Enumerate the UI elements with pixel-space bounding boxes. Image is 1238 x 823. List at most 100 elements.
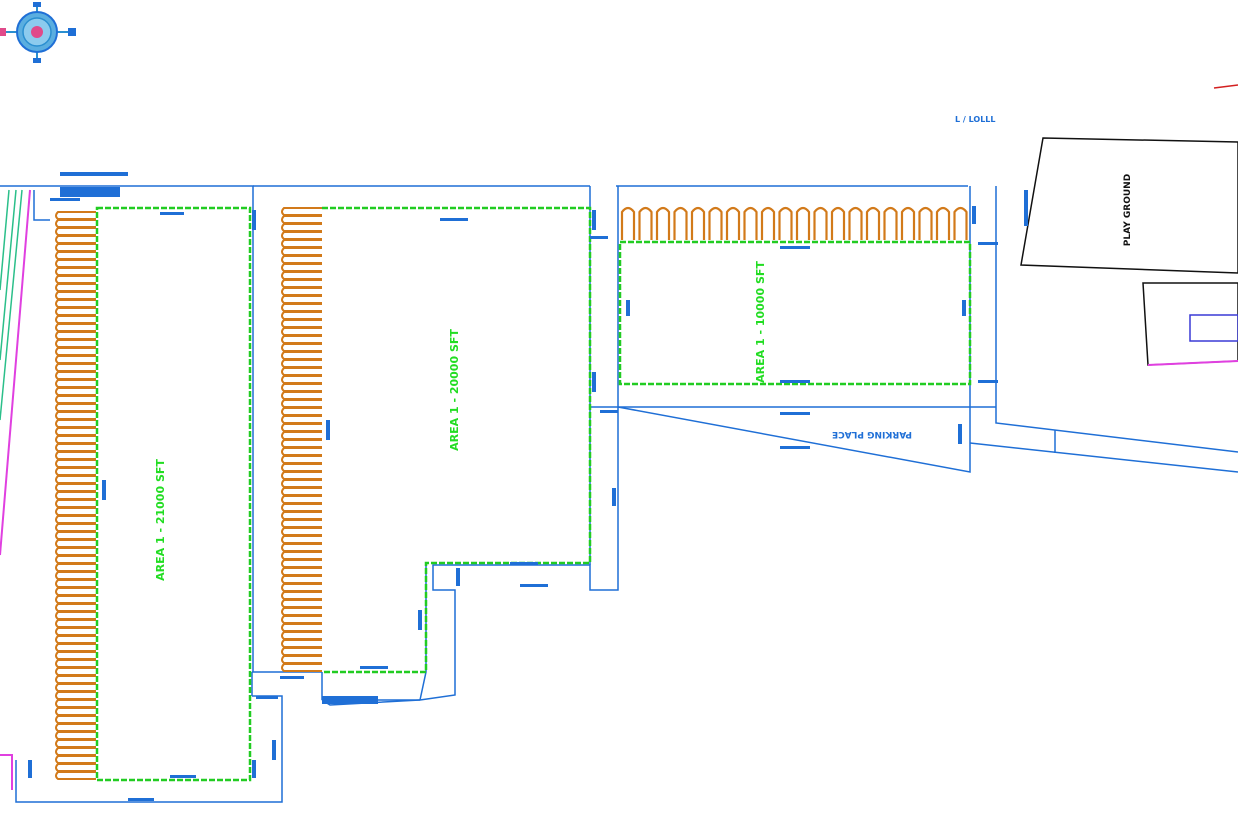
parking-stall: [281, 431, 322, 440]
parking-stall: [690, 206, 706, 240]
parking-stall: [281, 407, 322, 416]
dimension-tag: [170, 775, 196, 778]
title-block-tag-top: [60, 172, 128, 176]
parking-stall: [281, 423, 322, 432]
parking-stall: [55, 603, 96, 612]
dimension-tag: [326, 420, 330, 440]
parking-stall: [55, 395, 96, 404]
parking-stall: [55, 419, 96, 428]
dimension-tag: [972, 206, 976, 224]
parking-stall: [281, 527, 322, 536]
parking-stall: [795, 206, 811, 240]
play-ground-label: PLAY GROUND: [1123, 174, 1133, 246]
parking-stall: [55, 347, 96, 356]
parking-stall: [281, 263, 322, 272]
parking-stall: [281, 471, 322, 480]
parking-stall: [281, 599, 322, 608]
parking-stall: [55, 267, 96, 276]
dimension-tag: [590, 236, 608, 239]
parking-stall: [778, 206, 793, 240]
parking-stall: [281, 327, 322, 336]
parking-stall: [281, 215, 322, 224]
parking-stall: [281, 415, 322, 424]
dimension-tag: [780, 246, 810, 249]
parking-stall: [281, 647, 322, 656]
dimension-tag: [612, 488, 616, 506]
parking-stall: [935, 206, 951, 240]
parking-stall: [848, 206, 863, 240]
parking-stall: [55, 291, 96, 300]
parking-stall: [55, 491, 96, 500]
parking-stall: [55, 523, 96, 532]
parking-stall: [900, 206, 916, 240]
parking-place-label: PARKING PLACE: [832, 429, 912, 439]
parking-stall: [55, 363, 96, 372]
parking-stall: [55, 339, 96, 348]
parking-stall: [55, 411, 96, 420]
parking-stall: [55, 219, 96, 228]
area-3-label: AREA 1 - 10000 SFT: [754, 261, 767, 383]
parking-stall: [813, 206, 828, 240]
parking-stall: [830, 206, 846, 240]
neighbour-parcels: [1020, 137, 1238, 366]
parking-stall: [281, 223, 322, 232]
parking-stall: [281, 495, 322, 504]
parking-stall: [55, 227, 96, 236]
parking-stall: [55, 699, 96, 708]
parking-stall: [708, 206, 723, 240]
area-2-label: AREA 1 - 20000 SFT: [448, 329, 461, 451]
parking-stall: [55, 635, 96, 644]
parking-stall: [55, 427, 96, 436]
parking-stall: [55, 259, 96, 268]
parking-stall: [281, 479, 322, 488]
parking-stall: [281, 311, 322, 320]
parking-stall: [281, 303, 322, 312]
parking-stall: [55, 715, 96, 724]
parking-stall: [55, 595, 96, 604]
parking-stall: [281, 319, 322, 328]
dimension-tag: [256, 696, 278, 699]
area-1-boundary: [95, 206, 252, 782]
play-ground-parcel: [1020, 137, 1238, 274]
parking-stall: [55, 763, 96, 772]
area-3-boundary: [618, 240, 972, 386]
parking-stall: [281, 607, 322, 616]
parking-stall: [55, 299, 96, 308]
parking-stall: [281, 615, 322, 624]
parking-stall: [638, 206, 653, 240]
parking-stall: [55, 275, 96, 284]
parking-stall: [55, 531, 96, 540]
area-1-label: AREA 1 - 21000 SFT: [154, 459, 167, 581]
parking-stall: [55, 315, 96, 324]
parking-stall: [55, 499, 96, 508]
parking-stall: [865, 206, 881, 240]
parking-stall: [55, 579, 96, 588]
dimension-tag: [440, 218, 468, 221]
parking-stall: [55, 643, 96, 652]
neighbour-inner-box: [1189, 314, 1238, 342]
parking-stall: [281, 391, 322, 400]
parking-stall: [55, 555, 96, 564]
parking-stall: [55, 659, 96, 668]
parking-stall: [55, 459, 96, 468]
dimension-tag: [280, 676, 304, 679]
parking-stall: [281, 439, 322, 448]
parking-stall: [55, 467, 96, 476]
parking-stall: [281, 287, 322, 296]
dimension-tag: [360, 666, 388, 669]
parking-stall: [281, 567, 322, 576]
parking-stall: [281, 655, 322, 664]
dimension-tag: [252, 760, 256, 778]
dimension-tag: [272, 740, 276, 760]
dimension-tag: [978, 380, 998, 383]
boundary-red-line: [1213, 84, 1238, 89]
parking-stall: [55, 435, 96, 444]
parking-stall: [55, 331, 96, 340]
parking-stall: [673, 206, 688, 240]
parking-stall: [55, 651, 96, 660]
parking-stall: [953, 206, 968, 240]
dimension-tag: [978, 242, 998, 245]
parking-stall: [55, 707, 96, 716]
parking-stall: [55, 483, 96, 492]
parking-stall: [281, 663, 322, 672]
